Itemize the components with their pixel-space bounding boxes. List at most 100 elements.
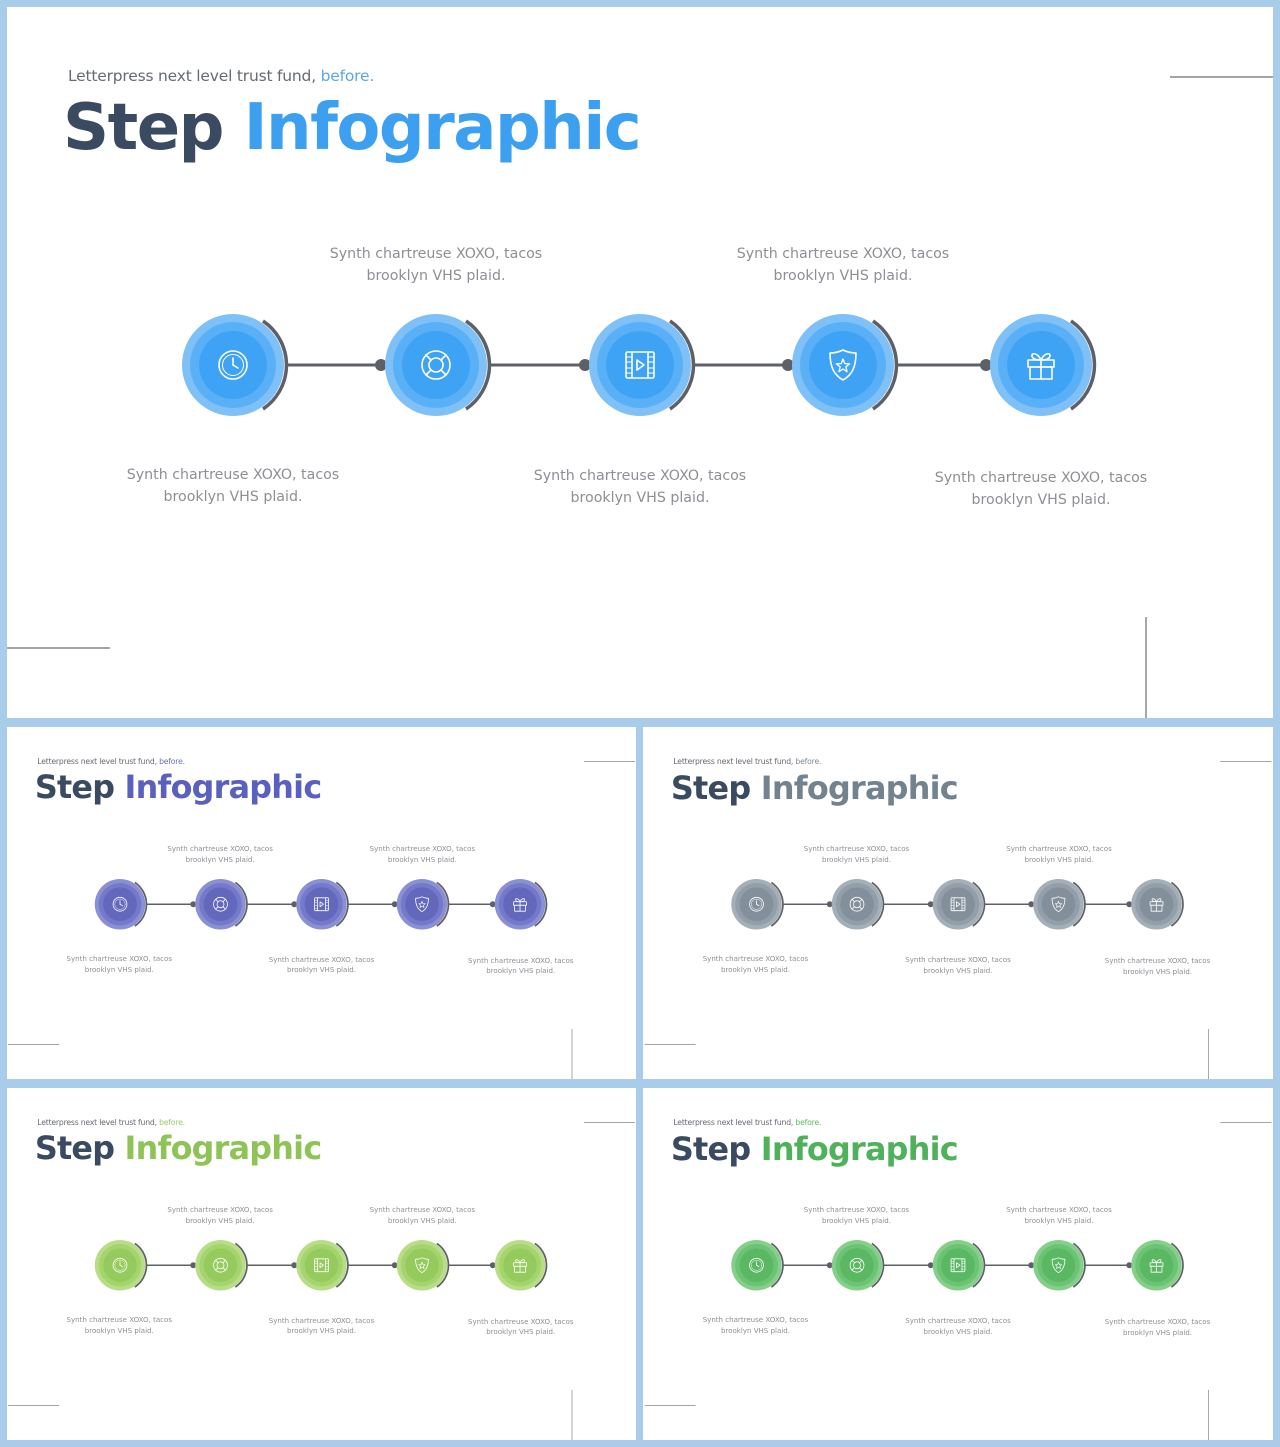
gift-icon [513, 1259, 527, 1273]
subtitle-accent: before. [156, 1117, 185, 1127]
connector-node [927, 1262, 934, 1269]
subtitle-accent: before. [156, 756, 185, 766]
slide-subtitle: Letterpress next level trust fund, befor… [68, 67, 374, 85]
step-timeline-graphic [8, 1122, 635, 1440]
step-label-line: Synth chartreuse XOXO, tacos [467, 955, 574, 965]
step-node-1 [94, 1239, 148, 1291]
step-label-line: Synth chartreuse XOXO, tacos [803, 844, 910, 854]
step-label-line: brooklyn VHS plaid. [821, 1216, 891, 1226]
step-node-1 [182, 314, 289, 416]
step-label-line: brooklyn VHS plaid. [1123, 1327, 1193, 1337]
step-label-line: Synth chartreuse XOXO, tacos [329, 246, 543, 262]
step-accent-arc [262, 319, 289, 411]
step-accent-arc [770, 881, 784, 927]
film-icon [314, 1258, 329, 1273]
connector-node [1028, 1262, 1035, 1269]
subtitle-text: Letterpress next level trust fund, [68, 67, 316, 85]
step-accent-arc [465, 319, 492, 411]
slide-subtitle: Letterpress next level trust fund, befor… [673, 757, 821, 766]
lifebuoy-icon [213, 896, 228, 912]
step-label-line: Synth chartreuse XOXO, tacos [905, 954, 1011, 964]
step-label-line: Synth chartreuse XOXO, tacos [369, 844, 476, 854]
step-accent-arc [1072, 1242, 1086, 1288]
slide-subtitle: Letterpress next level trust fund, befor… [673, 1118, 821, 1127]
step-node-3 [296, 1239, 349, 1291]
step-accent-arc [669, 319, 696, 411]
slide-green: Letterpress next level trust fund, befor… [643, 1088, 1273, 1440]
step-accent-arc [335, 881, 349, 927]
clock-icon [749, 896, 764, 912]
subtitle-accent: before. [793, 756, 822, 766]
step-label-line: Synth chartreuse XOXO, tacos [702, 954, 809, 964]
step-accent-arc [770, 1242, 784, 1288]
step-accent-arc [972, 1242, 986, 1288]
step-label-line: brooklyn VHS plaid. [185, 1216, 255, 1226]
step-label-line: Synth chartreuse XOXO, tacos [167, 844, 273, 854]
step-label-line: Synth chartreuse XOXO, tacos [905, 1315, 1011, 1325]
title-accent: Infographic [114, 1129, 323, 1167]
step-label-line: Synth chartreuse XOXO, tacos [467, 1316, 574, 1326]
step-label-line: brooklyn VHS plaid. [971, 492, 1111, 508]
step-label-line: brooklyn VHS plaid. [821, 855, 891, 865]
film-icon [314, 897, 329, 912]
connector-node [927, 901, 934, 908]
step-node-5 [1131, 1239, 1184, 1291]
connector-node [980, 359, 992, 371]
step-node-1 [94, 878, 148, 930]
step-label-line: Synth chartreuse XOXO, tacos [268, 1315, 375, 1325]
lifebuoy-icon [421, 350, 451, 380]
step-label-line: brooklyn VHS plaid. [773, 268, 913, 284]
shield-star-icon [1051, 1257, 1066, 1274]
step-node-3 [589, 314, 696, 416]
slide-title: Step Infographic [63, 91, 642, 165]
title-main: Step [63, 91, 224, 165]
slide-lime: Letterpress next level trust fund, befor… [7, 1088, 636, 1440]
step-label-line: brooklyn VHS plaid. [486, 966, 556, 976]
slide-subtitle: Letterpress next level trust fund, befor… [37, 1118, 185, 1127]
slide-title: Step Infographic [35, 769, 322, 806]
connector-node [1126, 1262, 1133, 1269]
title-main: Step [34, 768, 115, 806]
step-node-3 [296, 878, 349, 930]
step-accent-arc [871, 1242, 885, 1288]
step-label-line: brooklyn VHS plaid. [163, 489, 303, 505]
subtitle-text: Letterpress next level trust fund, [673, 756, 794, 766]
step-node-2 [831, 1239, 885, 1291]
step-label-1: Synth chartreuse XOXO, tacos brooklyn VHS… [113, 464, 353, 508]
title-accent: Infographic [750, 1129, 959, 1168]
step-label-line: brooklyn VHS plaid. [570, 490, 710, 506]
slide-title: Step Infographic [671, 1129, 959, 1168]
clock-icon [112, 1257, 128, 1273]
step-accent-arc [1170, 1242, 1184, 1288]
step-label-line: brooklyn VHS plaid. [286, 1326, 356, 1336]
step-node-5 [494, 878, 548, 930]
step-label-line: Synth chartreuse XOXO, tacos [66, 954, 173, 964]
step-label-line: Synth chartreuse XOXO, tacos [1104, 1316, 1211, 1326]
step-accent-arc [1070, 319, 1097, 411]
step-label-line: brooklyn VHS plaid. [1024, 1216, 1094, 1226]
step-accent-arc [234, 1242, 248, 1288]
step-node-4 [1033, 878, 1086, 930]
gift-icon [1027, 352, 1055, 380]
step-label-line: Synth chartreuse XOXO, tacos [1006, 844, 1112, 854]
shield-star-icon [829, 349, 857, 381]
step-label-line: Synth chartreuse XOXO, tacos [268, 954, 375, 964]
clock-icon [112, 896, 128, 912]
step-label-line: Synth chartreuse XOXO, tacos [126, 467, 340, 483]
lifebuoy-icon [213, 1257, 228, 1273]
step-accent-arc [436, 1242, 450, 1288]
step-node-4 [1033, 1239, 1086, 1291]
step-label-line: brooklyn VHS plaid. [366, 268, 506, 284]
title-accent: Infographic [750, 768, 959, 807]
step-accent-arc [234, 881, 248, 927]
step-node-3 [932, 878, 986, 930]
step-label-line: Synth chartreuse XOXO, tacos [1006, 1205, 1112, 1215]
step-label-line: Synth chartreuse XOXO, tacos [167, 1205, 273, 1215]
